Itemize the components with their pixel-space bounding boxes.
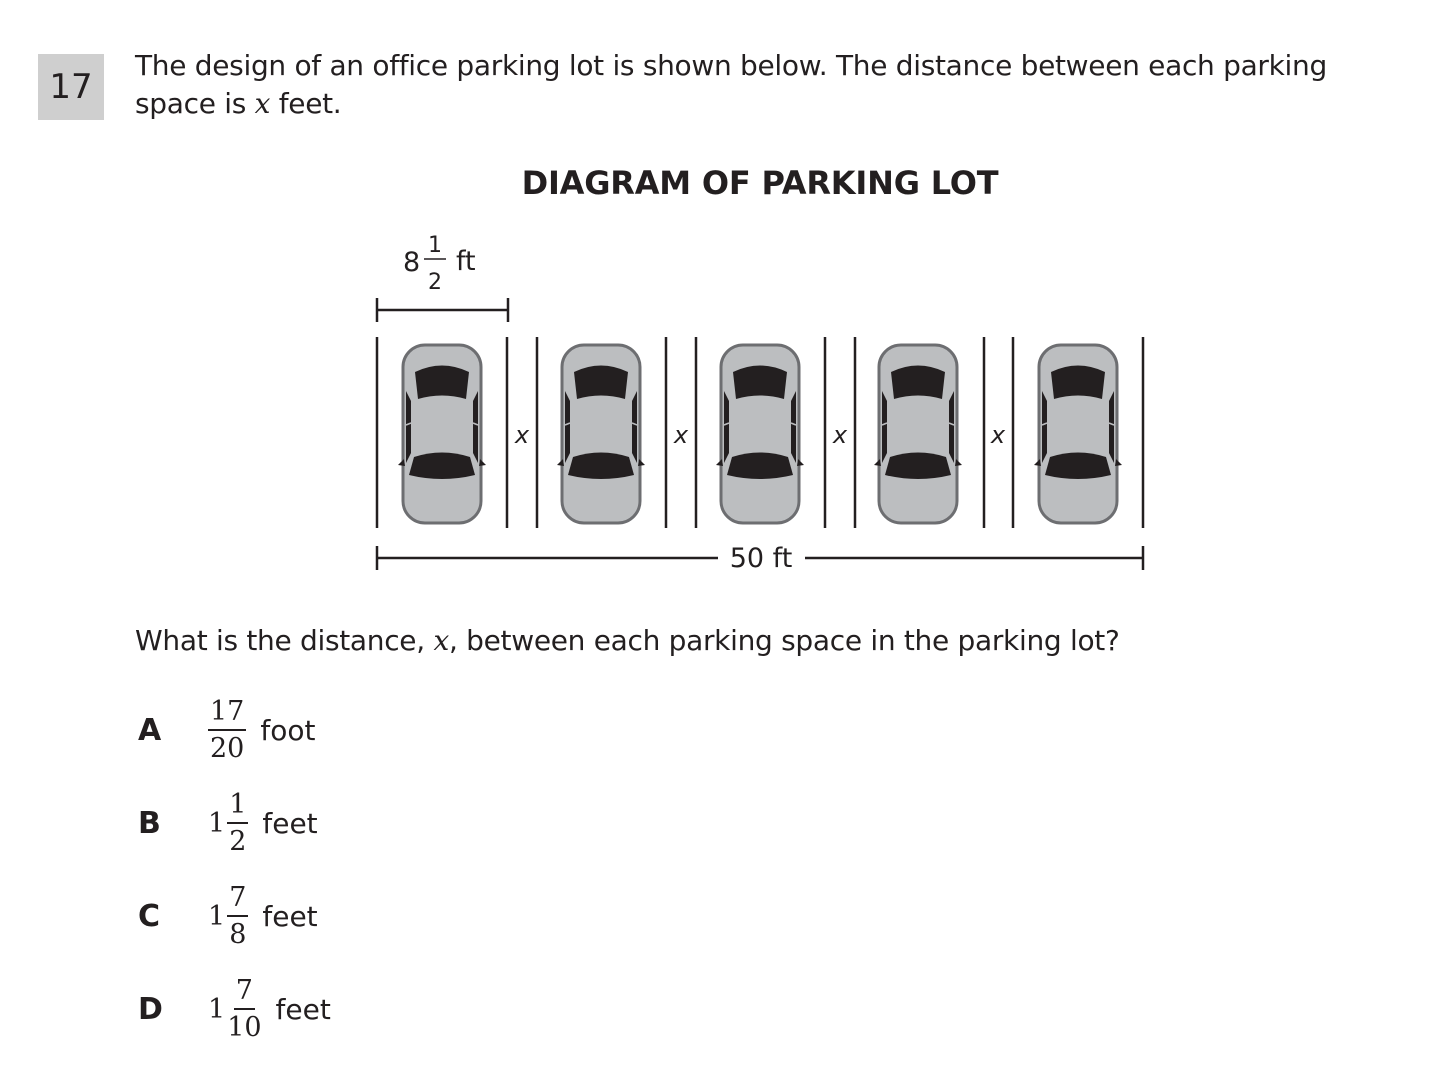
parking-lot-diagram: 8 1 2 ft x x x x 50 ft [375,233,1145,574]
fraction: 7 10 [227,975,262,1043]
svg-text:ft: ft [456,246,476,277]
gap-label: x [990,421,1006,449]
svg-text:2: 2 [428,270,442,295]
diagram-title: DIAGRAM OF PARKING LOT [521,164,999,202]
choice-value: 1 7 10 feet [208,975,331,1043]
gap-label: x [832,421,848,449]
car-icon [714,343,806,525]
choice-letter: A [138,712,162,748]
car-icon [396,343,488,525]
choice-d[interactable]: D 1 7 10 feet [138,964,331,1054]
choice-letter: B [138,805,161,841]
stall-lines [375,337,1145,528]
gap-label: x [514,421,530,449]
choice-a[interactable]: A 17 20 foot [138,685,315,775]
car-icon [872,343,964,525]
svg-text:8: 8 [403,247,420,278]
gap-label: x [673,421,689,449]
choice-value: 1 7 8 feet [208,882,318,950]
variable-x: x [254,87,271,120]
fraction: 17 20 [208,696,247,764]
space-width-dimension: 8 1 2 ft [375,233,510,322]
question-prompt: What is the distance, x, between each pa… [135,624,1120,657]
choice-value: 1 1 2 feet [208,789,318,857]
svg-text:1: 1 [428,233,442,258]
choice-c[interactable]: C 1 7 8 feet [138,871,318,961]
svg-text:50 ft: 50 ft [730,543,793,574]
variable-x: x [433,624,449,657]
car-icon [555,343,647,525]
total-length-dimension: 50 ft [375,543,1145,574]
choice-b[interactable]: B 1 1 2 feet [138,778,318,868]
car-icon [1032,343,1124,525]
choice-value: 17 20 foot [208,696,316,764]
choice-letter: C [138,898,161,934]
choice-letter: D [138,991,163,1027]
fraction: 7 8 [227,882,249,950]
question-stem: The design of an office parking lot is s… [135,49,1327,120]
question-number: 17 [38,54,104,120]
fraction: 1 2 [227,789,249,857]
